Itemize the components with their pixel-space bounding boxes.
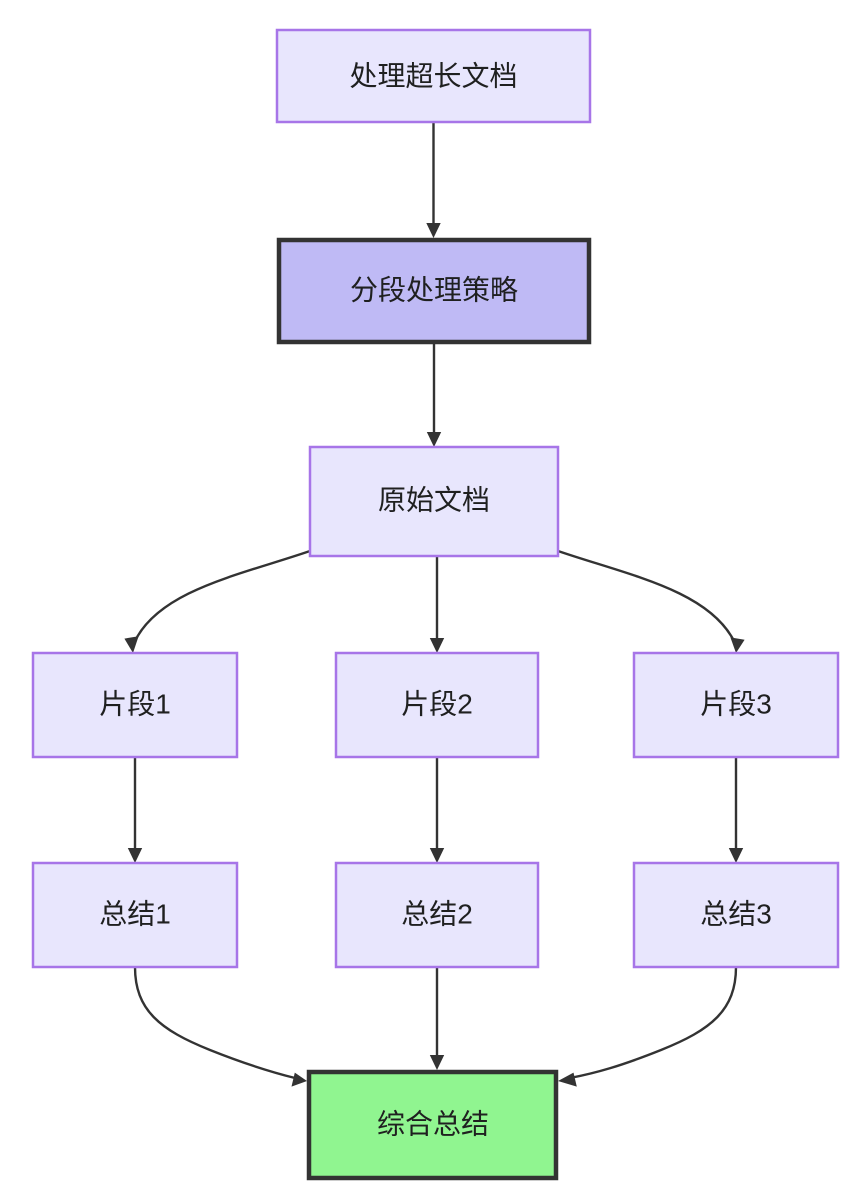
- node-original[interactable]: 原始文档: [308, 445, 560, 558]
- edge-summary3-to-final: [558, 966, 738, 1087]
- node-summary2-box[interactable]: [334, 861, 540, 969]
- node-doc[interactable]: 处理超长文档: [275, 28, 592, 124]
- node-doc-box[interactable]: [275, 28, 592, 124]
- edge-original-to-chunk2: [429, 556, 445, 653]
- node-chunk3-box[interactable]: [632, 651, 840, 759]
- node-chunk2[interactable]: 片段2: [334, 651, 540, 759]
- node-layer: 处理超长文档 分段处理策略 原始文档 片段1 片段2: [31, 28, 840, 1181]
- node-chunk1-box[interactable]: [31, 651, 239, 759]
- node-summary2-label: 总结2: [401, 898, 473, 929]
- node-original-box[interactable]: [308, 445, 560, 558]
- node-original-label: 原始文档: [378, 484, 490, 515]
- edge-summary1-to-final: [133, 966, 307, 1087]
- edge-chunk3-to-summary3: [728, 757, 744, 863]
- node-summary1-label: 总结1: [99, 898, 171, 929]
- node-chunk2-label: 片段2: [401, 688, 473, 719]
- node-summary1-box[interactable]: [31, 861, 239, 969]
- edge-chunk2-to-summary2: [429, 757, 445, 863]
- node-final-label: 综合总结: [377, 1108, 489, 1139]
- node-summary3-box[interactable]: [632, 861, 840, 969]
- node-chunk2-box[interactable]: [334, 651, 540, 759]
- node-doc-label: 处理超长文档: [349, 60, 517, 91]
- edge-strategy-to-original: [426, 344, 442, 447]
- node-final-box[interactable]: [306, 1069, 559, 1181]
- node-summary1[interactable]: 总结1: [31, 861, 239, 969]
- edge-original-to-chunk1: [124, 549, 311, 653]
- node-chunk1[interactable]: 片段1: [31, 651, 239, 759]
- node-summary3-label: 总结3: [700, 898, 772, 929]
- node-chunk3-label: 片段3: [700, 688, 772, 719]
- node-strategy-label: 分段处理策略: [350, 274, 518, 305]
- edge-doc-to-strategy: [426, 122, 441, 238]
- edge-summary2-to-final: [429, 967, 445, 1070]
- node-summary3[interactable]: 总结3: [632, 861, 840, 969]
- node-strategy[interactable]: 分段处理策略: [276, 237, 592, 345]
- node-strategy-box[interactable]: [276, 237, 592, 345]
- node-chunk1-label: 片段1: [99, 688, 171, 719]
- edge-original-to-chunk3: [557, 549, 745, 653]
- edge-chunk1-to-summary1: [127, 757, 143, 863]
- node-chunk3[interactable]: 片段3: [632, 651, 840, 759]
- node-final[interactable]: 综合总结: [306, 1069, 559, 1181]
- edge-layer: [124, 122, 745, 1087]
- node-summary2[interactable]: 总结2: [334, 861, 540, 969]
